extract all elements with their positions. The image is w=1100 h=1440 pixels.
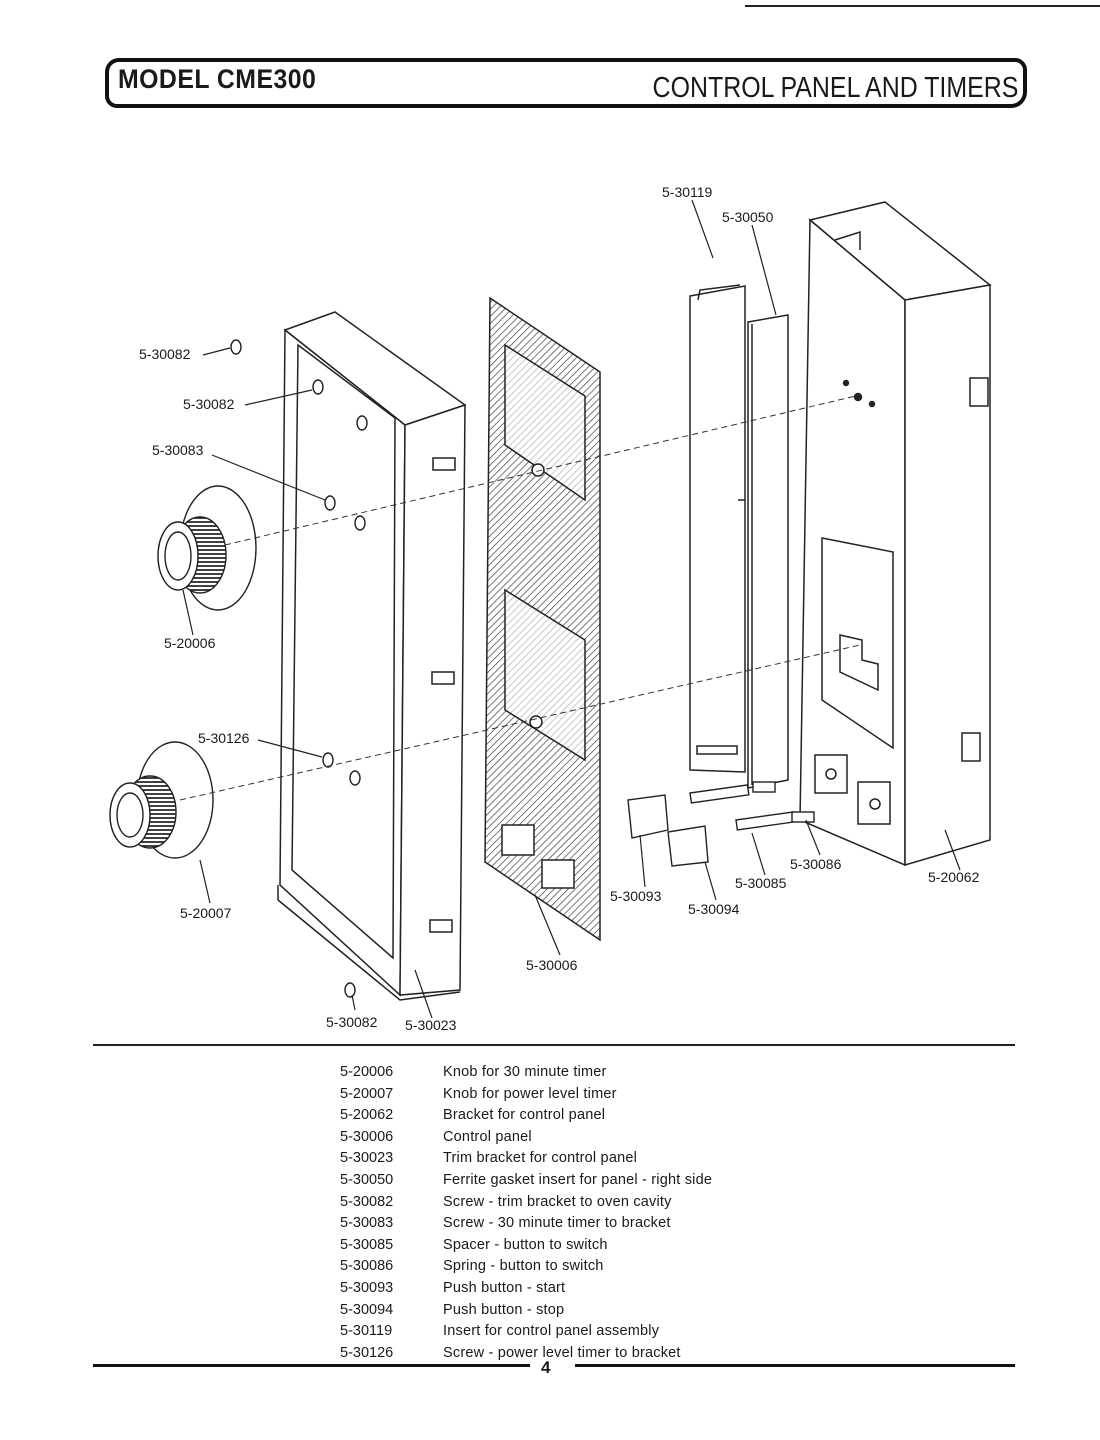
part-number: 5-30086 [340, 1258, 394, 1275]
section-title: CONTROL PANEL AND TIMERS [652, 72, 1018, 104]
trim-bracket [277, 311, 467, 1001]
footer-rule-left [93, 1364, 530, 1367]
part-number: 5-20007 [340, 1085, 394, 1102]
part-description: Trim bracket for control panel [443, 1150, 638, 1167]
parts-list-row: 5-30093 Push button - start [340, 1278, 860, 1300]
part-number: 5-30023 [340, 1150, 394, 1167]
callout-push-button-start: 5-30093 [610, 888, 662, 904]
part-description: Control panel [443, 1128, 532, 1145]
exploded-view-diagram: 5-30119 5-30050 5-30082 5-30082 5-30083 … [109, 184, 992, 1033]
part-description: Ferrite gasket insert for panel - right … [443, 1171, 713, 1188]
parts-list-row: 5-20007 Knob for power level timer [340, 1084, 860, 1106]
header-frame [105, 58, 1027, 108]
callout-screw-a: 5-30082 [139, 346, 191, 362]
control-panel-insert [689, 284, 746, 773]
part-description: Push button - start [443, 1279, 566, 1296]
callout-screw-b: 5-30082 [183, 396, 235, 412]
parts-list-row: 5-30006 Control panel [340, 1127, 860, 1149]
parts-list-row: 5-20006 Knob for 30 minute timer [340, 1062, 860, 1084]
part-description: Knob for 30 minute timer [443, 1064, 607, 1080]
screws [230, 339, 368, 998]
control-panel-bracket [799, 201, 992, 867]
callout-push-button-stop: 5-30094 [688, 901, 740, 917]
part-description: Spacer - button to switch [443, 1236, 608, 1253]
parts-list-row: 5-20062 Bracket for control panel [340, 1105, 860, 1127]
parts-list-row: 5-30086 Spring - button to switch [340, 1256, 860, 1278]
parts-list-row: 5-30126 Screw - power level timer to bra… [340, 1343, 860, 1365]
part-number: 5-30085 [340, 1236, 394, 1253]
parts-list-row: 5-30023 Trim bracket for control panel [340, 1148, 860, 1170]
part-number: 5-30094 [340, 1301, 394, 1318]
model-title: MODEL CME300 [118, 64, 317, 94]
part-number: 5-30126 [340, 1344, 394, 1361]
part-number: 5-30093 [340, 1279, 394, 1296]
callout-spacer: 5-30085 [735, 875, 787, 891]
callout-screw-c: 5-30082 [326, 1014, 378, 1030]
part-description: Push button - stop [443, 1301, 565, 1318]
callout-trim-bracket: 5-30023 [405, 1017, 457, 1033]
timer-knob-power-level [109, 741, 214, 859]
callout-screw-power-level: 5-30126 [198, 730, 250, 746]
push-buttons-and-springs [627, 781, 815, 867]
callout-control-panel: 5-30006 [526, 957, 578, 973]
part-description: Knob for power level timer [443, 1085, 617, 1102]
part-number: 5-20006 [340, 1064, 394, 1080]
part-number: 5-20062 [340, 1107, 394, 1124]
parts-list-row: 5-30119 Insert for control panel assembl… [340, 1321, 860, 1343]
part-description: Bracket for control panel [443, 1107, 606, 1124]
legend-divider [93, 1044, 1015, 1046]
callout-knob-30-minute: 5-20006 [164, 635, 216, 651]
part-number: 5-30082 [340, 1193, 394, 1210]
page-number: 4 [541, 1358, 551, 1377]
part-number: 5-30006 [340, 1128, 394, 1145]
top-edge-rule [745, 5, 1100, 7]
part-description: Screw - trim bracket to oven cavity [443, 1193, 672, 1210]
control-panel [484, 296, 601, 942]
part-number: 5-30050 [340, 1171, 394, 1188]
callout-ferrite-gasket: 5-30050 [722, 209, 774, 225]
timer-knob-30-minute [157, 485, 257, 611]
callout-bracket: 5-20062 [928, 869, 980, 885]
part-description: Insert for control panel assembly [443, 1323, 660, 1340]
part-description: Spring - button to switch [443, 1258, 604, 1275]
parts-list: 5-20006 Knob for 30 minute timer 5-20007… [340, 1062, 860, 1364]
part-description: Screw - 30 minute timer to bracket [443, 1215, 671, 1232]
leader-lines [182, 199, 961, 1019]
parts-list-row: 5-30050 Ferrite gasket insert for panel … [340, 1170, 860, 1192]
callout-screw-timer: 5-30083 [152, 442, 204, 458]
callout-knob-power-level: 5-20007 [180, 905, 232, 921]
parts-list-row: 5-30082 Screw - trim bracket to oven cav… [340, 1192, 860, 1214]
callout-insert-panel: 5-30119 [662, 184, 713, 200]
ferrite-gasket-insert [747, 314, 789, 789]
part-number: 5-30119 [340, 1323, 393, 1340]
parts-list-row: 5-30085 Spacer - button to switch [340, 1235, 860, 1257]
footer-rule-right [575, 1364, 1015, 1367]
callout-spring: 5-30086 [790, 856, 842, 872]
alignment-lines [179, 394, 861, 801]
parts-list-row: 5-30094 Push button - stop [340, 1300, 860, 1322]
part-description: Screw - power level timer to bracket [443, 1344, 681, 1361]
part-number: 5-30083 [340, 1215, 394, 1232]
parts-list-row: 5-30083 Screw - 30 minute timer to brack… [340, 1213, 860, 1235]
